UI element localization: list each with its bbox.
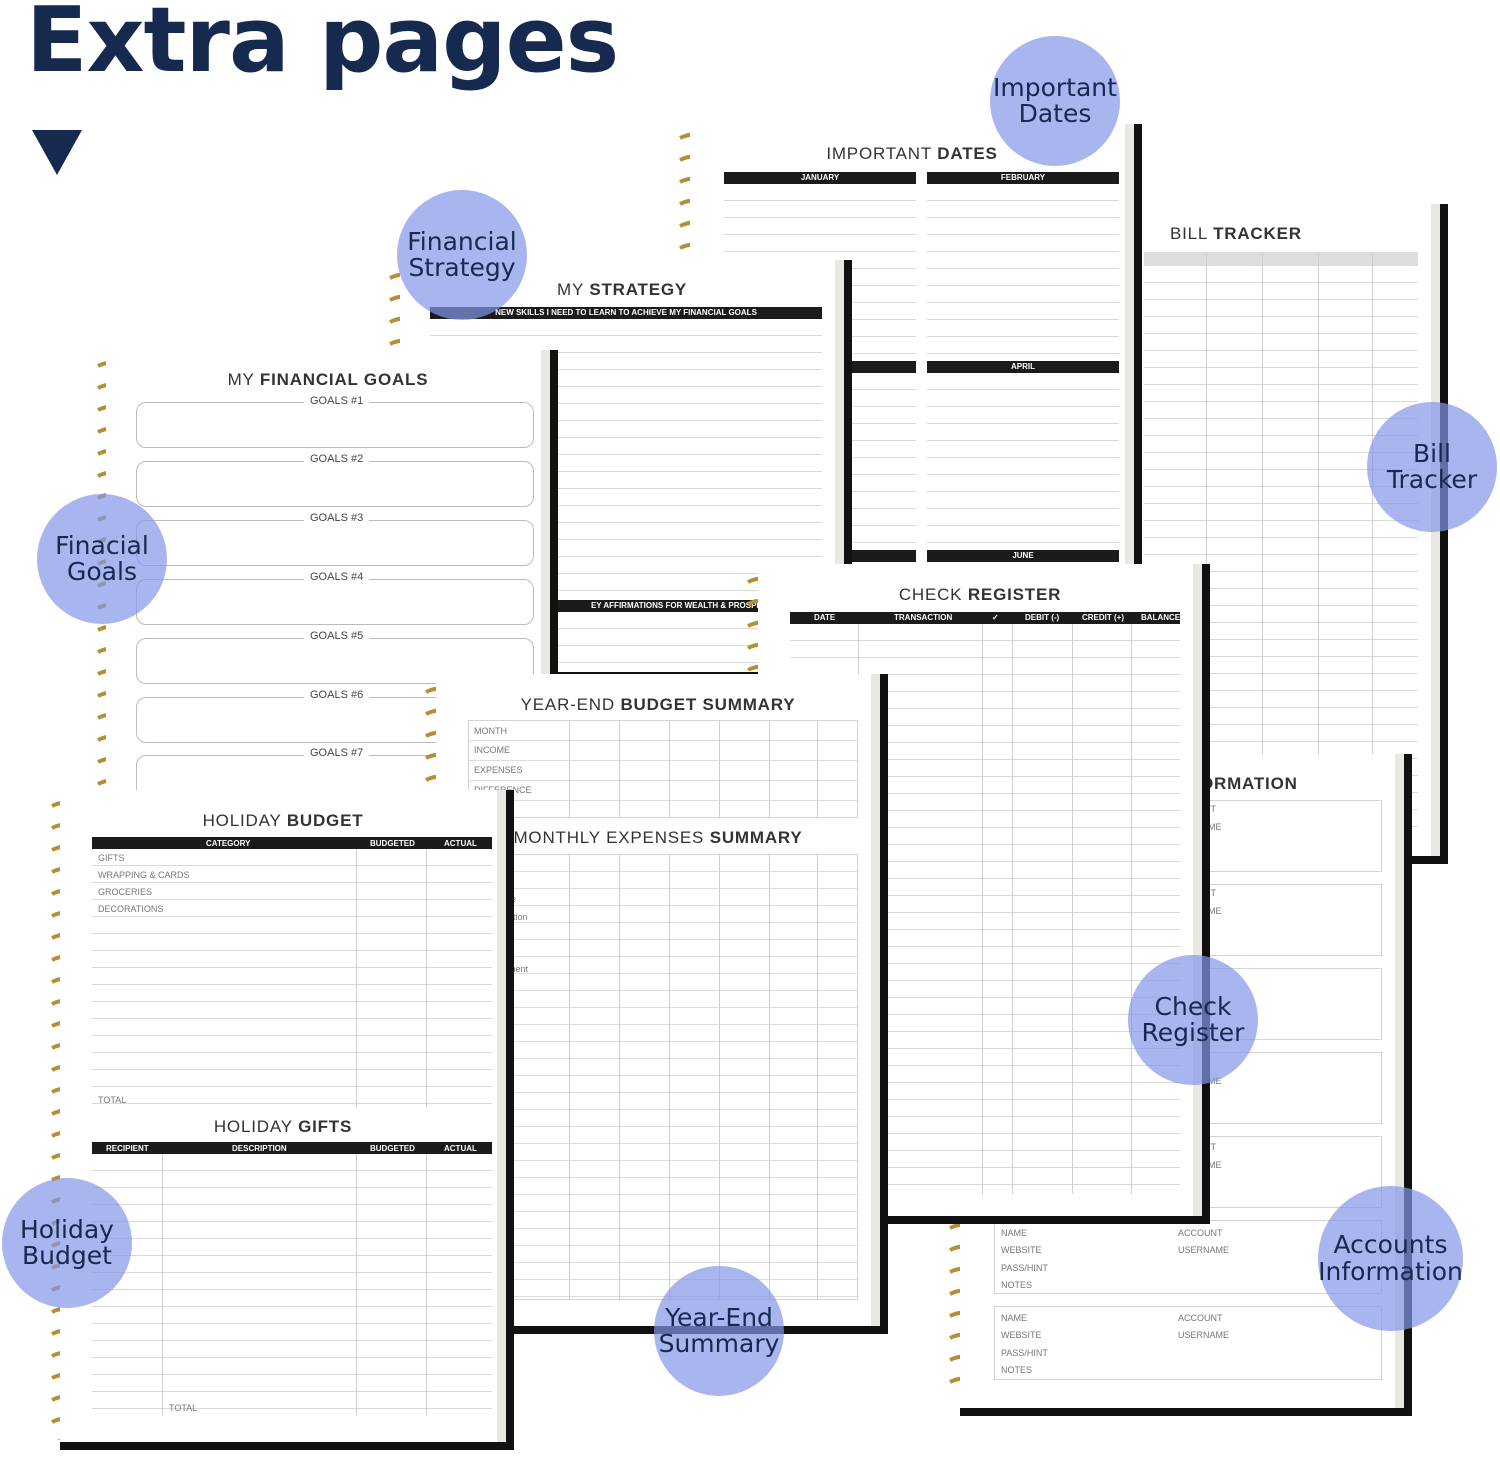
goal-label-1: GOALS #1 bbox=[304, 395, 370, 407]
bill-tracker-page: BILL TRACKER bbox=[1140, 204, 1440, 856]
badge-financial-strategy: Financial Strategy bbox=[397, 190, 527, 320]
holiday-budget-title: HOLIDAY BUDGET bbox=[202, 811, 364, 830]
badge-holiday-budget: Holiday Budget bbox=[2, 1178, 132, 1308]
month-header-april: APRIL bbox=[927, 361, 1119, 373]
month-header-june: JUNE bbox=[927, 550, 1119, 562]
badge-financial-goals: Finacial Goals bbox=[37, 494, 167, 624]
goal-label-5: GOALS #5 bbox=[304, 630, 370, 642]
badge-accounts-information: Accounts Information bbox=[1318, 1186, 1463, 1331]
strategy-title: MY STRATEGY bbox=[556, 280, 688, 299]
badge-check-register: Check Register bbox=[1128, 955, 1258, 1085]
important-dates-notebook: IMPORTANT DATES JANUARY FEBRUARY APRIL J… bbox=[690, 124, 1142, 574]
goal-label-7: GOALS #7 bbox=[304, 747, 370, 759]
down-triangle-icon bbox=[32, 130, 82, 175]
month-header-january: JANUARY bbox=[724, 172, 916, 184]
year-end-title: YEAR-END BUDGET SUMMARY bbox=[520, 695, 796, 714]
badge-bill-tracker: Bill Tracker bbox=[1367, 402, 1497, 532]
bill-tracker-title: BILL TRACKER bbox=[1170, 224, 1302, 243]
month-header-february: FEBRUARY bbox=[927, 172, 1119, 184]
goal-label-4: GOALS #4 bbox=[304, 571, 370, 583]
badge-important-dates: Important Dates bbox=[990, 36, 1120, 166]
headline: Extra pages bbox=[26, 0, 619, 93]
bill-tracker-notebook: BILL TRACKER bbox=[1140, 204, 1448, 864]
holiday-gifts-title: HOLIDAY GIFTS bbox=[213, 1117, 353, 1136]
important-dates-title: IMPORTANT DATES bbox=[826, 144, 998, 163]
financial-goals-title: MY FINANCIAL GOALS bbox=[227, 370, 429, 389]
goal-label-3: GOALS #3 bbox=[304, 512, 370, 524]
badge-year-end-summary: Year-End Summary bbox=[654, 1266, 784, 1396]
holiday-budget-page: HOLIDAY BUDGET CATEGORY BUDGETED ACTUAL … bbox=[60, 790, 506, 1442]
check-register-title: CHECK REGISTER bbox=[898, 585, 1062, 604]
holiday-budget-notebook: HOLIDAY BUDGET CATEGORY BUDGETED ACTUAL … bbox=[60, 790, 514, 1450]
monthly-expenses-title: MONTHLY EXPENSES SUMMARY bbox=[513, 828, 803, 847]
goal-label-2: GOALS #2 bbox=[304, 453, 370, 465]
goal-label-6: GOALS #6 bbox=[304, 689, 370, 701]
strategy-section-bar: NEW SKILLS I NEED TO LEARN TO ACHIEVE MY… bbox=[430, 307, 822, 319]
accounts-title: ORMATION bbox=[1200, 774, 1298, 793]
